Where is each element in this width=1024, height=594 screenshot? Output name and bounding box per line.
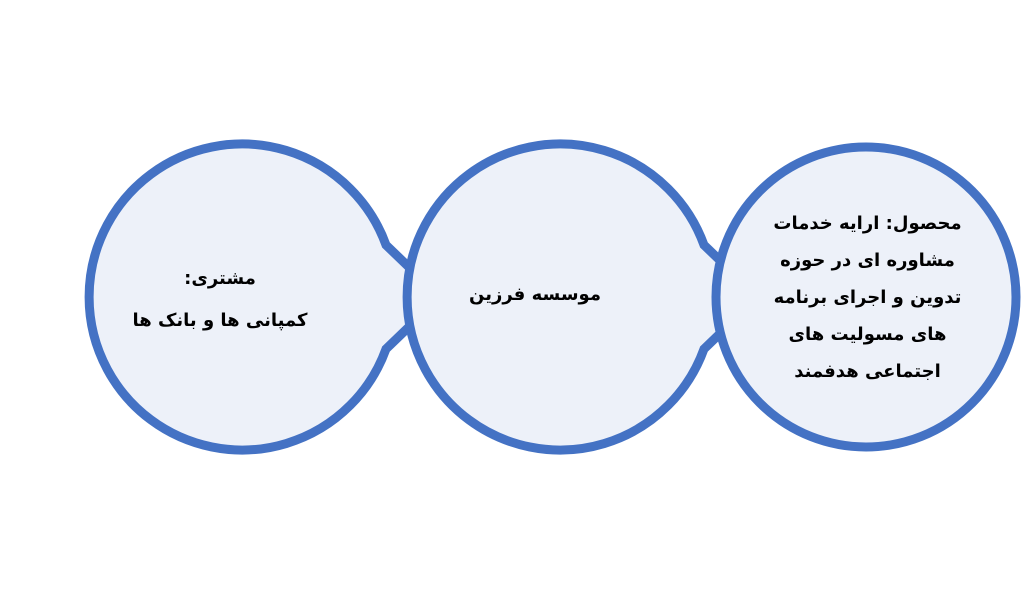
product-label-line-4: های مسولیت های xyxy=(788,324,947,345)
customer-node xyxy=(84,139,447,455)
product-node xyxy=(711,142,1021,452)
organization-node xyxy=(402,139,765,455)
product-label-line-5: اجتماعی هدفمند xyxy=(794,361,941,382)
product-label-line-2: مشاوره ای در حوزه xyxy=(780,250,955,271)
product-label: محصول: ارایه خدمات مشاوره ای در حوزه تدو… xyxy=(745,205,990,390)
customer-label: مشتری: کمپانی ها و بانک ها xyxy=(95,258,345,342)
organization-node-shape xyxy=(402,139,765,455)
organization-label-title: موسسه فرزین xyxy=(469,284,601,305)
product-label-line-1: محصول: ارایه خدمات xyxy=(773,213,962,234)
product-node-shape xyxy=(711,142,1021,452)
customer-label-detail: کمپانی ها و بانک ها xyxy=(132,310,308,331)
organization-label: موسسه فرزین xyxy=(425,280,645,310)
product-label-line-3: تدوین و اجرای برنامه xyxy=(773,287,962,308)
customer-label-title: مشتری: xyxy=(184,268,256,289)
customer-node-shape xyxy=(84,139,447,455)
